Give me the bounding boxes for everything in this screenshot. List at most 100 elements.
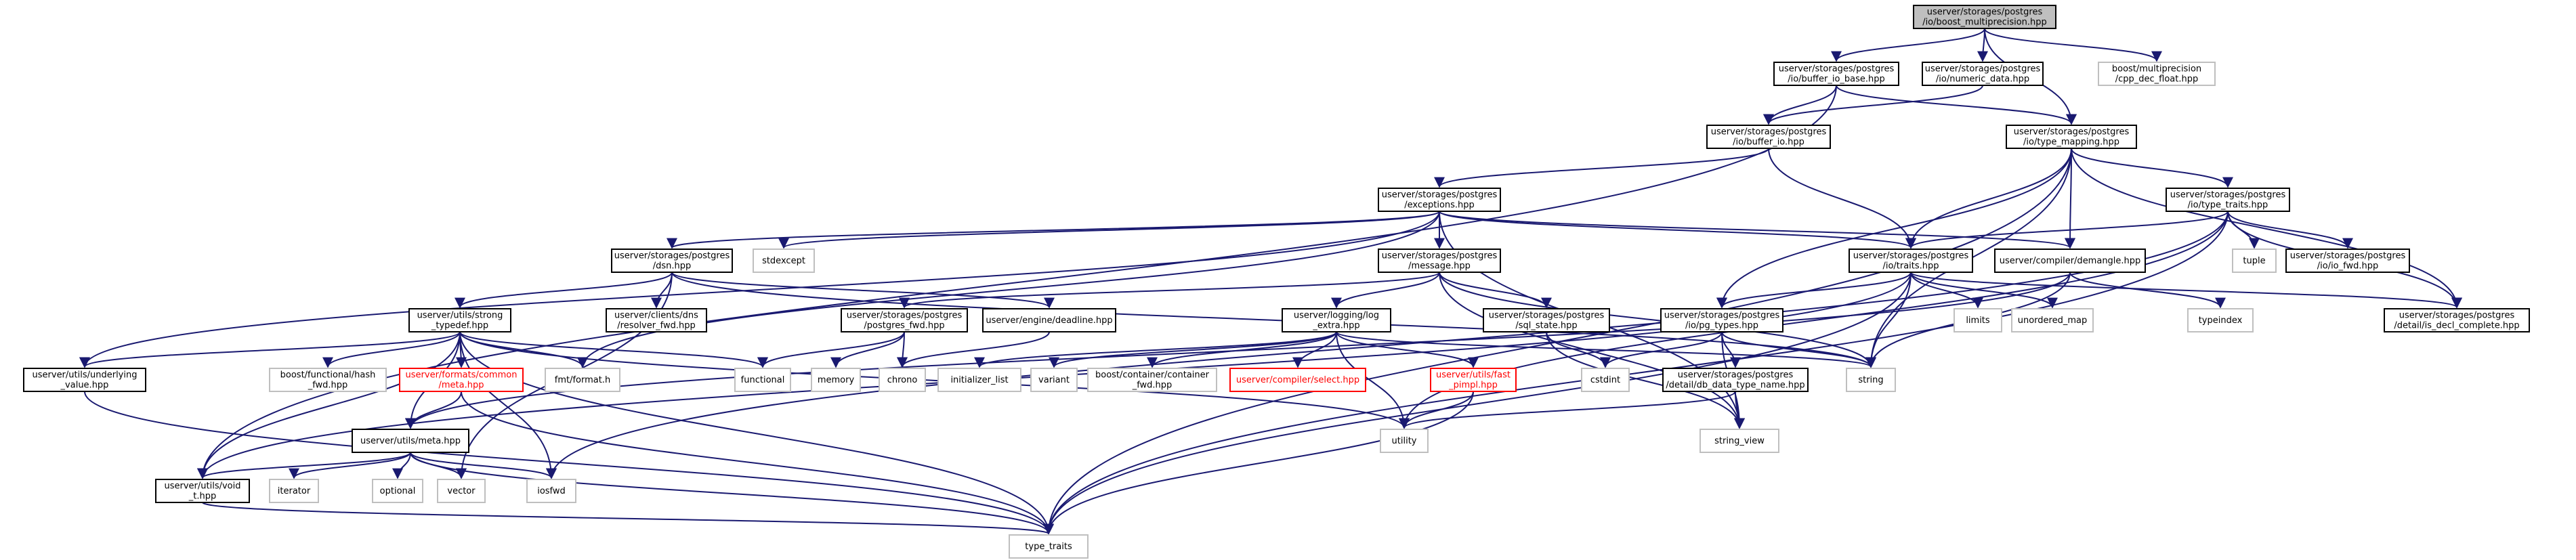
node-cstdint: cstdint <box>1581 368 1630 392</box>
node-log-extra[interactable]: userver/logging/log_extra.hpp <box>1282 308 1391 332</box>
node-numeric-data[interactable]: userver/storages/postgres/io/numeric_dat… <box>1922 62 2044 86</box>
node-boost-function: boost/functional/hash_fwd.hpp <box>269 368 387 392</box>
node-label: userver/utils/meta.hpp <box>360 436 461 446</box>
node-label: userver/logging/log <box>1294 311 1379 321</box>
node-cpp-dec-float: boost/multiprecision/cpp_dec_float.hpp <box>2098 62 2216 86</box>
node-label: /detail/is_decl_complete.hpp <box>2394 321 2519 331</box>
node-deadline[interactable]: userver/engine/deadline.hpp <box>982 308 1116 332</box>
node-postgres-fwd[interactable]: userver/storages/postgres/postgres_fwd.h… <box>841 308 968 332</box>
node-label: userver/storages/postgres <box>1853 251 1969 261</box>
dependency-edge <box>459 331 1410 429</box>
node-label: userver/storages/postgres <box>1779 64 1895 74</box>
dependency-edge <box>1768 148 1916 249</box>
dependency-edge <box>1147 331 1337 368</box>
node-sql-state[interactable]: userver/storages/postgres/sql_state.hpp <box>1483 308 1610 332</box>
node-pg-types[interactable]: userver/storages/postgres/io/pg_types.hp… <box>1660 308 1783 332</box>
dependency-edge <box>405 391 462 429</box>
dependency-edge <box>1049 331 1337 368</box>
dependency-edge <box>459 331 768 368</box>
node-traits[interactable]: userver/storages/postgres/io/traits.hpp <box>1849 249 1973 273</box>
dependency-edge <box>2069 272 2226 309</box>
node-db-data-type-name[interactable]: userver/storages/postgres/detail/db_data… <box>1662 368 1809 392</box>
graph-nodes: userver/storages/postgres/io/boost_multi… <box>23 5 2530 559</box>
node-label: userver/storages/postgres <box>1382 251 1498 261</box>
dependency-edge <box>1292 331 1337 368</box>
node-box <box>611 249 733 273</box>
node-label: userver/utils/underlying <box>33 370 138 381</box>
node-fmt-format: fmt/format.h <box>545 368 620 392</box>
node-label: string_view <box>1714 436 1765 446</box>
node-label: memory <box>818 375 855 385</box>
node-type-mapping[interactable]: userver/storages/postgres/io/type_mappin… <box>2006 125 2137 149</box>
node-label: _value.hpp <box>60 381 109 391</box>
node-void-t[interactable]: userver/utils/void_t.hpp <box>155 479 250 503</box>
node-buffer-io[interactable]: userver/storages/postgres/io/buffer_io.h… <box>1706 125 1831 149</box>
node-underlying-value[interactable]: userver/utils/underlying_value.hpp <box>23 368 146 392</box>
dependency-edge <box>974 331 1337 368</box>
dependency-edge <box>392 452 411 479</box>
node-box <box>269 479 319 503</box>
node-box <box>1954 308 2002 332</box>
node-box <box>408 308 511 332</box>
dependency-edge <box>1836 85 2077 125</box>
node-message[interactable]: userver/storages/postgres/message.hpp <box>1378 249 1501 273</box>
node-box <box>437 479 486 503</box>
dependency-edge <box>1546 331 1745 429</box>
node-label: /io/buffer_io.hpp <box>1733 137 1804 148</box>
node-boost-multiprecision[interactable]: userver/storages/postgres/io/boost_multi… <box>1913 5 2056 29</box>
node-box <box>1699 429 1779 453</box>
node-box <box>2011 308 2094 332</box>
dependency-edge <box>577 211 1440 368</box>
node-label: userver/storages/postgres <box>614 251 730 261</box>
node-exceptions[interactable]: userver/storages/postgres/exceptions.hpp <box>1378 188 1501 212</box>
node-label: vector <box>447 486 476 496</box>
node-box <box>1229 368 1366 392</box>
node-box <box>1282 308 1391 332</box>
node-string-view: string_view <box>1699 429 1779 453</box>
node-resolver-fwd[interactable]: userver/clients/dns/resolver_fwd.hpp <box>606 308 707 332</box>
node-label: /io/boost_multiprecision.hpp <box>1922 18 2047 28</box>
dependency-edge <box>671 272 1876 368</box>
node-box <box>2166 188 2290 212</box>
node-label: cstdint <box>1590 375 1620 385</box>
node-label: userver/storages/postgres <box>1711 127 1827 137</box>
node-box <box>372 479 423 503</box>
node-label: chrono <box>887 375 918 385</box>
dependency-edge <box>1439 272 1552 309</box>
node-iosfwd: iosfwd <box>526 479 576 503</box>
node-type-traits-std: type_traits <box>1009 534 1089 559</box>
node-formats-meta[interactable]: userver/formats/common/meta.hpp <box>399 368 524 392</box>
dependency-edge <box>1733 391 1745 429</box>
node-box <box>1660 308 1783 332</box>
dependency-edge <box>1336 331 1410 429</box>
node-strong-typedef[interactable]: userver/utils/strong_typedef.hpp <box>408 308 511 332</box>
node-compiler-select[interactable]: userver/compiler/select.hpp <box>1229 368 1366 392</box>
dependency-edge <box>197 452 411 479</box>
node-box <box>1706 125 1831 149</box>
node-buffer-io-base[interactable]: userver/storages/postgres/io/buffer_io_b… <box>1773 62 1899 86</box>
node-box <box>1030 368 1078 392</box>
node-dsn[interactable]: userver/storages/postgres/dsn.hpp <box>611 249 733 273</box>
node-iterator: iterator <box>269 479 319 503</box>
node-box <box>23 368 146 392</box>
node-label: type_traits <box>1025 542 1072 552</box>
dependency-edge <box>197 331 461 479</box>
node-demangle[interactable]: userver/compiler/demangle.hpp <box>1994 249 2146 273</box>
dependency-edge <box>1984 28 2162 62</box>
dependency-edge <box>1043 272 1912 535</box>
node-box <box>2006 125 2137 149</box>
dependency-edge <box>1336 331 1479 368</box>
node-label: string <box>1858 375 1883 385</box>
node-memory: memory <box>811 368 861 392</box>
node-label: userver/storages/postgres <box>2170 190 2286 200</box>
node-label: userver/storages/postgres <box>847 311 963 321</box>
node-is-decl-complete[interactable]: userver/storages/postgres/detail/is_decl… <box>2384 308 2530 332</box>
dependency-edge <box>410 452 557 479</box>
node-utils-meta[interactable]: userver/utils/meta.hpp <box>352 429 469 453</box>
node-io-fwd[interactable]: userver/storages/postgres/io/io_fwd.hpp <box>2285 249 2410 273</box>
node-type-traits-pg[interactable]: userver/storages/postgres/io/type_traits… <box>2166 188 2290 212</box>
node-fast-pimpl[interactable]: userver/utils/fast_pimpl.hpp <box>1430 368 1517 392</box>
node-variant: variant <box>1030 368 1078 392</box>
dependency-edge <box>459 331 588 368</box>
dependency-edge <box>778 211 1440 249</box>
